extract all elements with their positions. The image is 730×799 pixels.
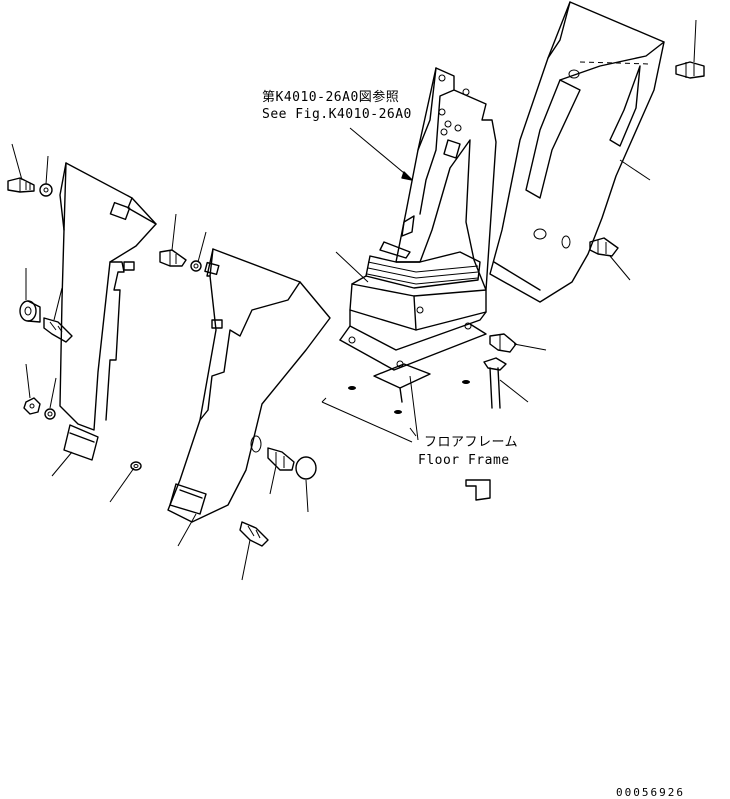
floor-frame-label-jp: フロアフレーム — [424, 435, 518, 450]
middle-cover — [167, 248, 331, 523]
bolt-middle-low — [267, 447, 295, 471]
bolt-middle-bottom — [239, 521, 269, 547]
bolt-left-mid — [43, 317, 73, 343]
bolt-base-right — [489, 333, 517, 353]
reference-label-en: See Fig.K4010-26A0 — [262, 107, 412, 122]
floor-frame-label-en: Floor Frame — [418, 453, 510, 468]
bushing-left — [19, 300, 41, 323]
right-cover — [489, 1, 665, 303]
bolt-base-long — [483, 357, 507, 409]
drawing-code: 00056926 — [616, 786, 685, 799]
washer-middle-top — [190, 260, 202, 272]
bolt-middle-top — [159, 249, 187, 267]
washer-top-left — [39, 183, 53, 197]
washer-left-bottom — [130, 461, 142, 471]
reference-label-jp: 第K4010-26A0図参照 — [262, 89, 399, 105]
bolt-top-left — [7, 177, 35, 193]
bolt-right-mid — [589, 237, 619, 257]
floor-frame — [321, 380, 491, 501]
left-cover — [59, 162, 157, 461]
cap-middle — [295, 456, 317, 480]
lever-stand — [339, 67, 497, 403]
washer-left-low — [44, 408, 56, 420]
bolt-top-right — [675, 61, 705, 79]
nut-left — [23, 397, 41, 415]
leader-lines — [11, 19, 697, 581]
